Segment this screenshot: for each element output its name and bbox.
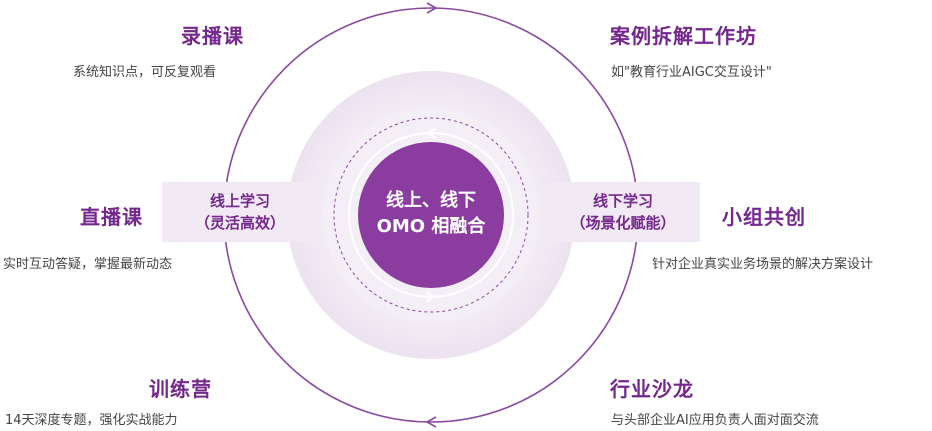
center-label-line1: 线上、线下 [386,190,476,211]
node-cocreate-desc: 针对企业真实业务场景的解决方案设计 [652,257,874,272]
offline-tag-line1: 线下学习 [592,192,653,210]
inner-arrow-top-icon [427,127,437,139]
offline-tag-line2: （场景化赋能） [570,214,676,232]
inner-white-ring [348,132,514,298]
node-live-desc: 实时互动答疑，掌握最新动态 [3,257,173,272]
orbit-arrow-bottom-icon [425,416,437,428]
center-label: 线上、线下 OMO 相融合 [361,188,501,240]
center-circle [358,142,504,288]
node-camp-title: 训练营 [149,377,212,401]
online-tag-line1: 线上学习 [209,192,270,210]
inner-arrow-bottom-icon [425,291,435,303]
node-cocreate-title: 小组共创 [722,205,806,229]
offline-learning-tag: 线下学习 （场景化赋能） [546,182,700,242]
node-workshop-desc: 如"教育行业AIGC交互设计" [611,65,772,80]
node-workshop-title: 案例拆解工作坊 [610,24,757,48]
node-recorded-title: 录播课 [181,24,244,48]
online-learning-tag: 线上学习 （灵活高效） [162,182,318,242]
online-tag-line2: （灵活高效） [194,214,285,232]
orbit-arrow-top-icon [426,2,438,14]
node-camp-desc: 14天深度专题，强化实战能力 [5,413,178,428]
inner-dashed-circle [333,117,529,313]
node-salon-title: 行业沙龙 [610,377,694,401]
node-recorded-desc: 系统知识点，可反复观看 [73,65,217,80]
center-label-line2: OMO 相融合 [376,216,486,237]
node-live-title: 直播课 [80,205,143,229]
node-salon-desc: 与头部企业AI应用负责人面对面交流 [611,413,819,428]
